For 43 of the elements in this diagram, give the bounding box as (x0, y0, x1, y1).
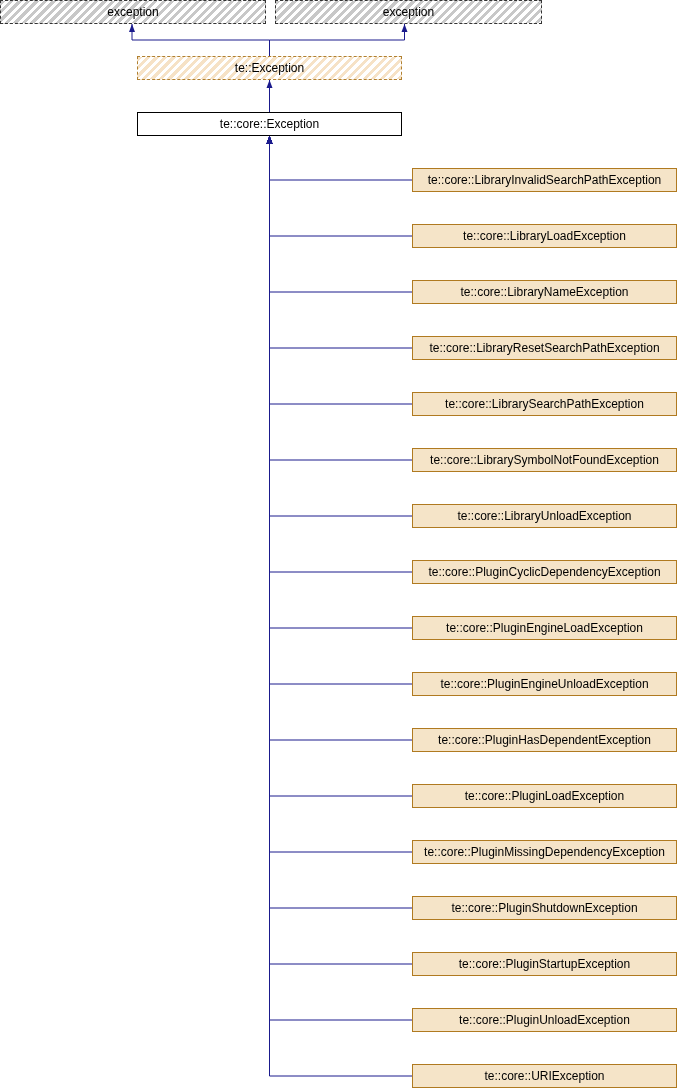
external-class-box (275, 0, 542, 24)
class-name: te::core::PluginLoadException (463, 789, 626, 803)
class-box (412, 504, 677, 528)
class-name: te::core::PluginHasDependentException (437, 733, 652, 747)
class-name: te::core::PluginEngineUnloadException (439, 677, 650, 691)
class-name: te::core::LibraryNameException (459, 285, 630, 299)
class-name: te::core::PluginShutdownException (450, 901, 639, 915)
class-name: exception (381, 5, 436, 19)
class-name: te::core::Exception (218, 117, 321, 131)
class-box (412, 672, 677, 696)
class-box (412, 1064, 677, 1088)
class-box (412, 392, 677, 416)
class-box (412, 560, 677, 584)
class-name: te::core::LibraryUnloadException (456, 509, 633, 523)
class-name: te::core::PluginEngineLoadException (445, 621, 644, 635)
class-name: te::core::LibrarySearchPathException (444, 397, 645, 411)
class-box (412, 784, 677, 808)
class-box (412, 224, 677, 248)
class-box (412, 168, 677, 192)
class-box (412, 336, 677, 360)
class-name: te::core::PluginStartupException (457, 957, 632, 971)
class-box (412, 616, 677, 640)
class-name: te::core::PluginMissingDependencyException (423, 845, 666, 859)
class-box (137, 56, 402, 80)
class-box (412, 728, 677, 752)
class-name: te::core::LibraryResetSearchPathException (428, 341, 661, 355)
inheritance-arrow (266, 79, 273, 113)
external-class-box (0, 0, 266, 24)
class-box (412, 280, 677, 304)
class-box (412, 1008, 677, 1032)
class-name: te::core::LibraryLoadException (462, 229, 627, 243)
class-name: te::core::PluginUnloadException (458, 1013, 631, 1027)
class-box (137, 112, 402, 136)
class-name: te::core::LibraryInvalidSearchPathException (426, 173, 663, 187)
class-name: te::core::PluginCyclicDependencyException (427, 565, 662, 579)
class-box (412, 840, 677, 864)
class-box (412, 896, 677, 920)
class-box (412, 448, 677, 472)
class-name: te::core::URIException (483, 1069, 606, 1083)
class-box (412, 952, 677, 976)
class-name: te::Exception (233, 61, 306, 75)
class-name: exception (106, 5, 160, 19)
class-name: te::core::LibrarySymbolNotFoundException (429, 453, 660, 467)
